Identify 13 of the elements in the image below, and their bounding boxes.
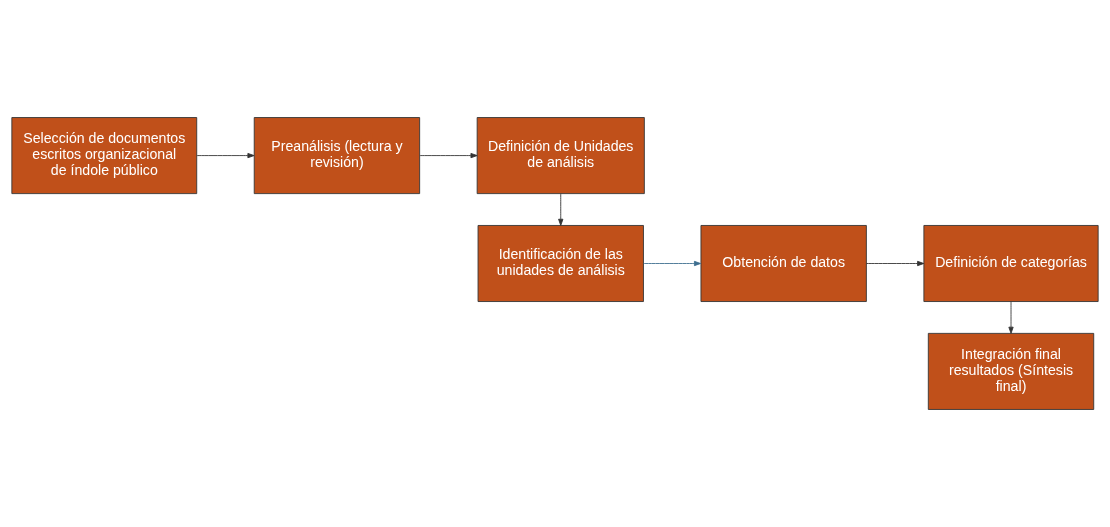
node-box: Preanálisis (lectura y revisión)	[253, 117, 421, 195]
node-box: Integración final resultados (Síntesis final)	[927, 332, 1095, 410]
node-box: Definición de Unidades de análisis	[476, 117, 645, 195]
arrow	[196, 152, 255, 159]
node-box: Obtención de datos	[700, 225, 867, 302]
arrow	[865, 260, 925, 267]
node-box: Definición de categorías	[923, 225, 1099, 302]
arrow	[1008, 301, 1014, 334]
arrow	[643, 260, 702, 267]
arrow	[419, 152, 478, 159]
arrow	[558, 193, 564, 226]
node-box: Identificación de las unidades de análisis	[477, 225, 644, 302]
node-box: Selección de documentos escritos organizacional de índole público	[11, 117, 198, 195]
